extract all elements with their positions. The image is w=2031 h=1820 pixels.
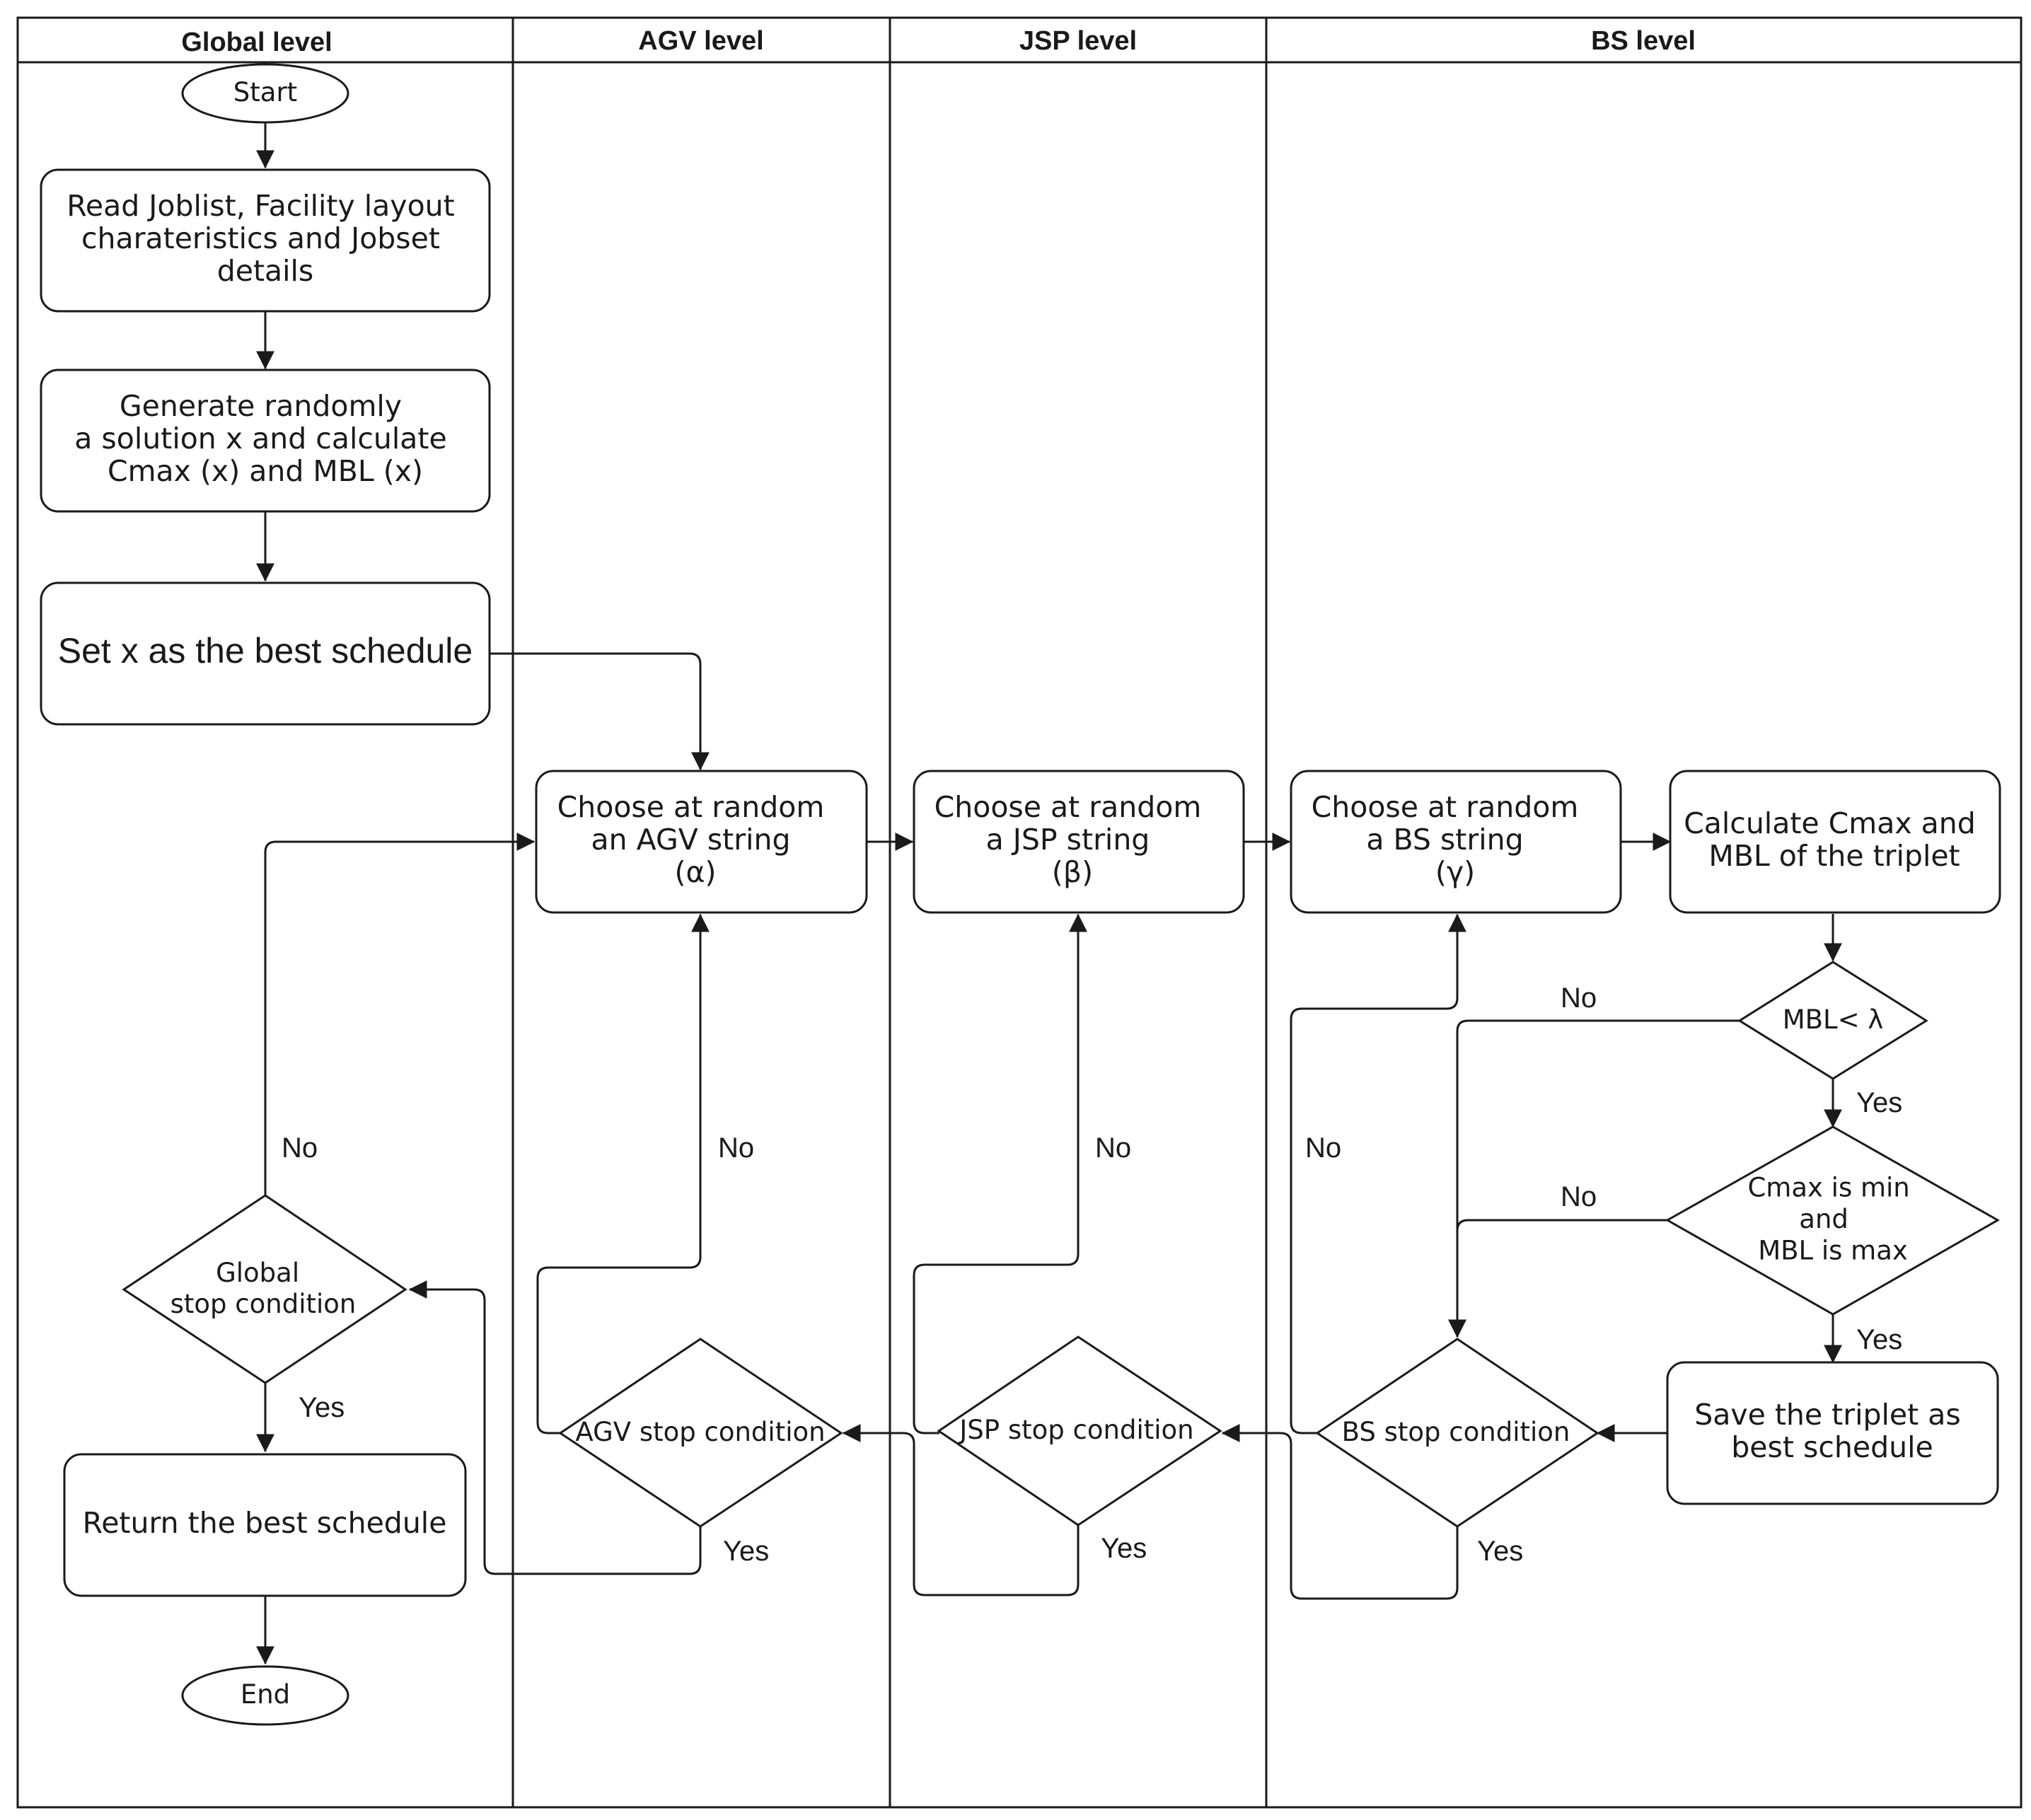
edge-cmax-no-bsstop (1448, 1219, 1667, 1338)
svg-text:End: End (241, 1679, 290, 1710)
lane-title-global: Global level (181, 28, 332, 57)
svg-text:Generate randomly a solu: Generate randomly a solution x and calcu… (74, 389, 456, 488)
svg-text:Read Joblist, Facility layout: Read Joblist, Facility layout charateris… (66, 189, 464, 288)
svg-text:Choose at random a BS st: Choose at random a BS string (γ) (1312, 790, 1588, 889)
read-input-text-2: charateristics and Jobset (81, 221, 440, 255)
edge-agvstop-yes-global (408, 1280, 702, 1575)
generate-text-2: a solution x and calculate (74, 422, 446, 456)
edge-bsstop-yes-jspstop (1221, 1424, 1459, 1600)
choose-agv-symbol: (α) (674, 855, 716, 889)
choose-jsp-symbol: (β) (1052, 855, 1093, 889)
edge-global-no-agv (264, 833, 536, 1195)
jsp-stop-text: JSP stop condition (958, 1415, 1193, 1445)
choose-agv-box: Choose at random an AGV string (α) (535, 770, 868, 914)
mbl-decision: MBL< λ (1737, 961, 1928, 1080)
bs-stop-decision: BS stop condition (1315, 1338, 1599, 1528)
save-triplet-text-1: Save the triplet as (1694, 1398, 1961, 1432)
svg-text:Start: Start (233, 77, 297, 108)
return-best-text: Return the best schedule (83, 1506, 447, 1540)
lane-title-bs: BS level (1591, 26, 1696, 56)
svg-text:MBL< λ: MBL< λ (1783, 1004, 1884, 1035)
svg-text:Global stop condition: Global stop condition (170, 1257, 357, 1318)
mbl-condition-text: MBL< λ (1783, 1004, 1884, 1035)
label-yes-cmax: Yes (1856, 1324, 1902, 1355)
label-yes-jsp: Yes (1101, 1533, 1147, 1564)
lane-title-agv: AGV level (638, 26, 763, 56)
jsp-stop-decision: JSP stop condition (937, 1335, 1222, 1526)
start-text: Start (233, 77, 297, 108)
choose-bs-text-1: Choose at random (1312, 790, 1579, 824)
generate-text-1: Generate randomly (120, 389, 402, 423)
label-no-bs: No (1305, 1132, 1341, 1164)
label-yes-bs: Yes (1477, 1536, 1523, 1567)
svg-text:Calculate Cmax and MBL o: Calculate Cmax and MBL of the triplet (1684, 806, 1985, 873)
set-best-schedule-box: Set x as the best schedule (40, 581, 491, 726)
generate-text-3: Cmax (x) and MBL (x) (108, 454, 423, 488)
global-stop-decision: Global stop condition (122, 1194, 407, 1384)
svg-text:Choose at random a JSP s: Choose at random a JSP string (β) (935, 790, 1211, 889)
svg-text:Cmax is min and MB: Cmax is min and MBL is max (1747, 1172, 1918, 1265)
cmax-decision: Cmax is min and MBL is max (1665, 1125, 2001, 1316)
svg-text:Set x as the best schedule: Set x as the best schedule (58, 631, 473, 671)
start-terminal: Start (181, 63, 349, 124)
bs-stop-text: BS stop condition (1342, 1417, 1570, 1447)
cmax-condition-text-1: Cmax is min (1747, 1172, 1909, 1202)
label-yes-mbl: Yes (1856, 1087, 1902, 1118)
calculate-text-2: MBL of the triplet (1708, 839, 1960, 873)
agv-stop-text: AGV stop condition (575, 1417, 825, 1447)
choose-bs-text-2: a BS string (1366, 823, 1523, 857)
edge-bsstop-no-bs (1290, 913, 1466, 1434)
read-input-text-1: Read Joblist, Facility layout (66, 189, 455, 223)
svg-text:Return the best schedule: Return the best schedule (83, 1506, 447, 1540)
svg-text:JSP stop condition: JSP stop condition (958, 1415, 1193, 1445)
choose-agv-text-2: an AGV string (591, 823, 790, 857)
label-yes-agv: Yes (723, 1536, 769, 1567)
global-stop-text-1: Global (216, 1257, 299, 1287)
end-text: End (241, 1679, 290, 1710)
read-input-text-3: details (217, 254, 314, 288)
set-best-text: Set x as the best schedule (58, 631, 473, 671)
cmax-condition-text-3: MBL is max (1758, 1235, 1908, 1265)
connectors (256, 123, 1842, 1665)
choose-jsp-box: Choose at random a JSP string (β) (913, 770, 1245, 914)
calculate-text-1: Calculate Cmax and (1684, 806, 1976, 840)
edge-mbl-no-bsstop (1448, 1019, 1740, 1338)
svg-text:Choose at random an AGV: Choose at random an AGV string (α) (557, 790, 834, 889)
generate-solution-box: Generate randomly a solution x and calcu… (40, 369, 491, 513)
edge-jspstop-yes-agvstop (842, 1424, 1080, 1596)
calculate-triplet-box: Calculate Cmax and MBL of the triplet (1669, 770, 2001, 914)
global-stop-text-2: stop condition (170, 1289, 357, 1319)
edge-set-agv (490, 652, 710, 771)
lane-title-jsp: JSP level (1019, 26, 1137, 56)
label-no-jsp: No (1095, 1132, 1131, 1164)
read-input-box: Read Joblist, Facility layout charateris… (40, 168, 491, 313)
end-terminal: End (181, 1665, 349, 1726)
save-triplet-box: Save the triplet as best schedule (1666, 1361, 1999, 1505)
label-no-global: No (282, 1132, 318, 1164)
cmax-condition-text-2: and (1799, 1204, 1848, 1234)
label-no-mbl: No (1561, 983, 1597, 1014)
choose-jsp-text-2: a JSP string (986, 823, 1150, 857)
svg-text:AGV stop condition: AGV stop condition (575, 1417, 825, 1447)
edge-agvstop-no-agv (536, 913, 710, 1434)
label-no-cmax: No (1561, 1181, 1597, 1212)
label-no-agv: No (718, 1132, 754, 1164)
label-yes-global: Yes (299, 1392, 345, 1423)
agv-stop-decision: AGV stop condition (558, 1338, 843, 1528)
svg-text:Save the triplet as best: Save the triplet as best schedule (1694, 1398, 1970, 1464)
choose-jsp-text-1: Choose at random (935, 790, 1202, 824)
choose-bs-symbol: (γ) (1435, 855, 1475, 889)
svg-text:BS stop condition: BS stop condition (1342, 1417, 1570, 1447)
edge-jspstop-no-jsp (913, 913, 1087, 1434)
choose-agv-text-1: Choose at random (557, 790, 825, 824)
choose-bs-box: Choose at random a BS string (γ) (1290, 770, 1622, 914)
return-best-box: Return the best schedule (63, 1453, 467, 1597)
swimlane-frame (16, 16, 2023, 1809)
save-triplet-text-2: best schedule (1731, 1430, 1933, 1464)
